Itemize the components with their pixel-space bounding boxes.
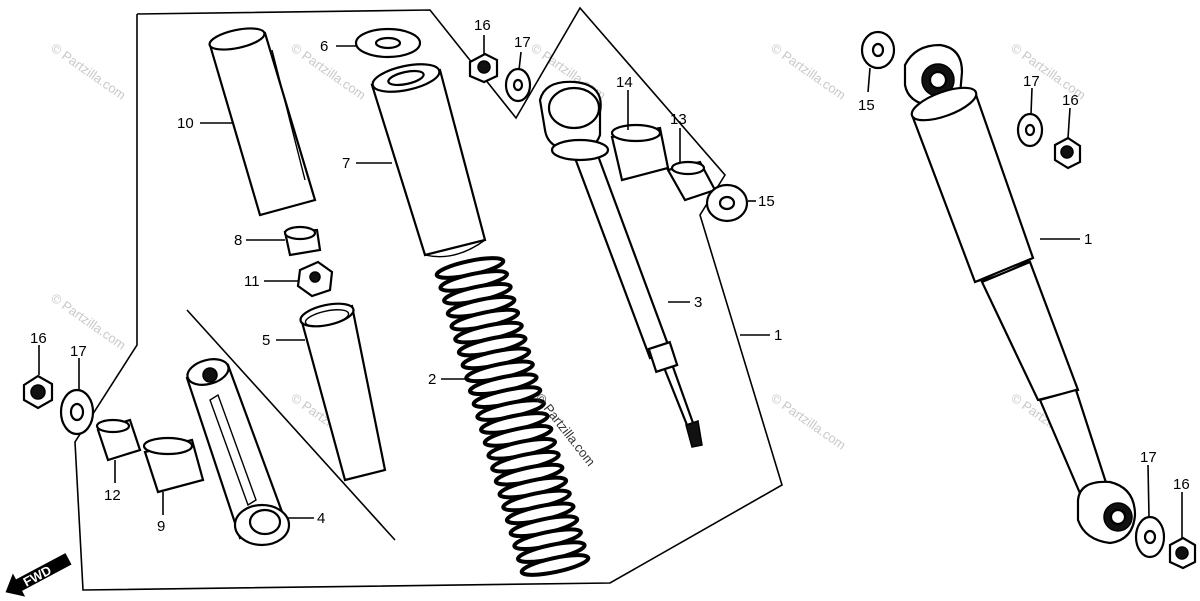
callout-1: 1 — [1084, 231, 1092, 248]
part-16-cap-nut-b — [22, 374, 54, 410]
part-14-bushing — [610, 123, 670, 182]
callout-7: 7 — [342, 155, 350, 172]
callout-13: 13 — [670, 111, 687, 128]
part-17-washer-c — [1016, 112, 1044, 148]
part-15-washer-a — [705, 183, 749, 223]
fwd-direction-marker: FWD — [5, 553, 72, 597]
callout-15: 15 — [758, 193, 775, 210]
callout-16: 16 — [30, 330, 47, 347]
callout-17: 17 — [1140, 449, 1157, 466]
part-16-cap-nut-d — [1168, 536, 1197, 570]
part-2-coil-spring — [434, 256, 591, 577]
callout-17: 17 — [70, 343, 87, 360]
watermark: © Partzilla.com — [288, 40, 368, 103]
part-17-washer-a — [504, 67, 532, 103]
callout-17: 17 — [1023, 73, 1040, 90]
part-1-assembled-shock — [860, 30, 1137, 545]
callout-17: 17 — [514, 34, 531, 51]
callout-1: 1 — [774, 327, 782, 344]
callout-4: 4 — [317, 510, 325, 527]
callout-9: 9 — [157, 518, 165, 535]
part-6-washer — [354, 27, 422, 59]
callout-16: 16 — [1062, 92, 1079, 109]
part-12-collar — [95, 418, 142, 462]
callout-8: 8 — [234, 232, 242, 249]
part-16-cap-nut-c — [1053, 136, 1082, 170]
callout-6: 6 — [320, 38, 328, 55]
part-8-bushing — [283, 225, 322, 257]
callout-3: 3 — [694, 294, 702, 311]
part-16-cap-nut-a — [468, 52, 499, 84]
callout-labels: 16 17 6 14 13 15 10 7 8 11 5 2 3 1 16 17… — [30, 17, 1190, 535]
leader-lines — [38, 35, 1183, 538]
callout-16: 16 — [474, 17, 491, 34]
watermark: © Partzilla.com — [48, 290, 128, 353]
part-11-nut — [296, 260, 334, 298]
callout-5: 5 — [262, 332, 270, 349]
part-10-upper-cover — [208, 27, 317, 217]
arrow-left-icon — [5, 553, 72, 597]
callout-14: 14 — [616, 74, 633, 91]
part-7-spring-cover — [370, 63, 487, 258]
part-17-washer-b — [59, 388, 95, 436]
callout-15: 15 — [858, 97, 875, 114]
callout-16: 16 — [1173, 476, 1190, 493]
part-13-collar — [666, 160, 717, 202]
callout-10: 10 — [177, 115, 194, 132]
part-upper-eye — [538, 80, 610, 162]
subassembly-boundary — [186, 309, 396, 541]
callout-2: 2 — [428, 371, 436, 388]
watermark: © Partzilla.com — [768, 40, 848, 103]
part-3-damper-rod — [570, 143, 703, 448]
fwd-label: FWD — [21, 562, 54, 589]
watermark: © Partzilla.com — [48, 40, 128, 103]
part-4-lower-mount — [185, 358, 291, 547]
part-17-washer-d — [1134, 515, 1166, 559]
callout-11: 11 — [244, 273, 260, 290]
part-5-lower-cover — [299, 302, 387, 482]
callout-12: 12 — [104, 487, 121, 504]
spring-coil — [519, 553, 591, 577]
part-9-bushing — [142, 436, 205, 494]
watermark: © Partzilla.com — [768, 390, 848, 453]
